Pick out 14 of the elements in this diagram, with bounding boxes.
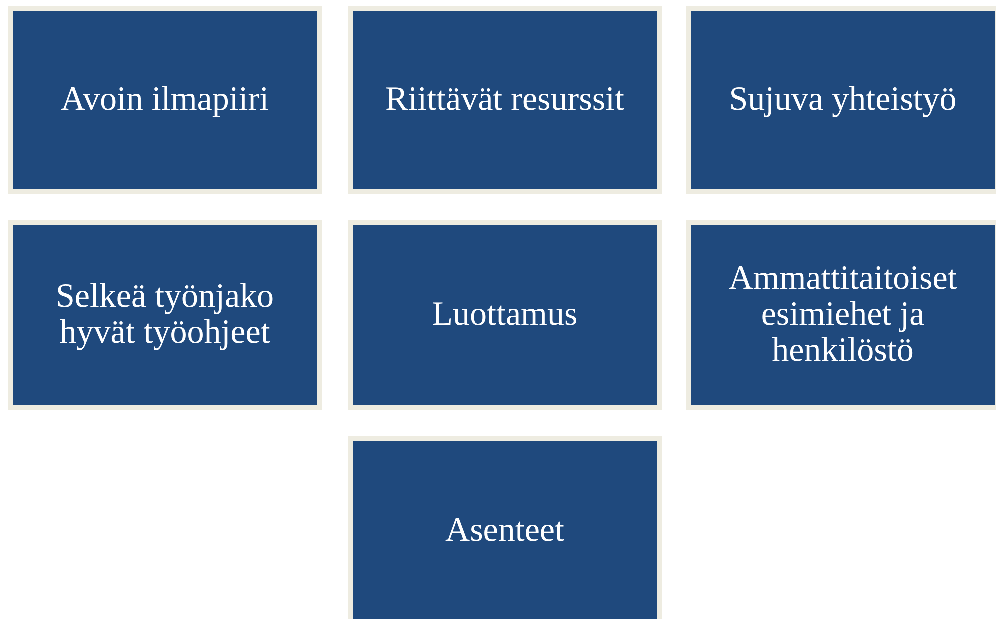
box-text: Avoin ilmapiiri [60,82,270,118]
box-text: Asenteet [444,513,566,549]
box-text: Luottamus [431,297,579,333]
box-text: Sujuva yhteistyö [728,82,958,118]
box-text: Selkeä työnjako hyvät työohjeet [54,279,276,351]
topic-box [686,6,996,194]
topic-box [348,6,662,194]
box-text: Ammattitaitoiset esimiehet ja henkilöstö [728,261,958,369]
topic-box [348,220,662,410]
box-text: Riittävät resurssit [384,82,626,118]
topic-box [348,436,662,619]
topic-box [8,220,322,410]
topic-box [686,220,996,410]
topic-box [8,6,322,194]
